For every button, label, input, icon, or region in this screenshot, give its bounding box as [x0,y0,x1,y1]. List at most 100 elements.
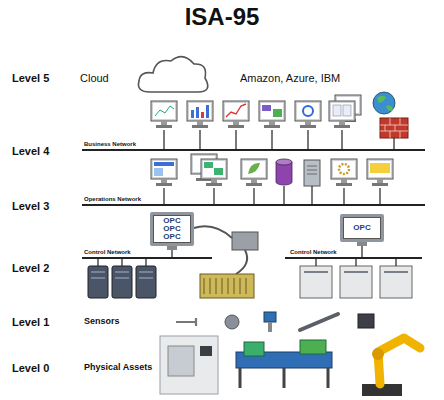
plc-rack [136,266,156,298]
transmitter-stem [268,322,272,332]
workstation-icon [367,159,393,186]
network-label: Control Network [290,249,337,256]
firewall-bricks [380,118,408,138]
plc-rack [88,266,108,298]
extruder-hopper [244,342,264,356]
screen-document [333,105,341,116]
workstation-icon [259,101,285,128]
screen-chart [226,104,246,117]
workstation-icon [241,159,267,186]
monitor-stand [167,246,177,250]
globe-land [377,96,393,111]
network-drop [164,186,380,205]
level-name: Cloud [80,72,109,84]
network-drop [98,258,146,266]
protocol-label: OPC [163,225,180,233]
network-label: Operations Network [84,196,141,203]
workstation-icon [151,159,177,186]
screen-window [204,162,213,168]
level-label: Level 2 [12,262,49,274]
network-drop [164,130,394,150]
network-drop [171,250,172,258]
level-label: Level 5 [12,72,49,84]
level-label: Level 4 [12,145,49,157]
firewall-icon [380,118,408,138]
opc-monitor: OPCOPCOPC [150,212,194,246]
plc-unit [300,266,332,298]
plc-detail [91,272,153,278]
proximity-sensor [225,315,239,329]
plc-rack [112,266,132,298]
network-label: Control Network [84,249,131,256]
control-network-line [285,257,422,259]
protocol-label: OPC [163,217,180,225]
workstation-icon [295,101,321,128]
cable [236,250,247,274]
cylinder-sensor [300,314,338,330]
workstation-icon [329,101,355,128]
screen-window [273,109,282,117]
monitor-stand [357,242,367,246]
leaf-icon [248,163,260,174]
globe-icon [373,92,395,114]
robot-joint [372,348,384,360]
network-label: Business Network [84,141,136,148]
io-module [200,274,254,298]
screen-window [370,163,390,173]
level-label: Level 0 [12,362,49,374]
opc-monitor: OPC [340,214,384,242]
workstation-icon [201,159,227,186]
cnc-machine [160,336,218,394]
screen-window [154,168,163,176]
workstation-icon [151,101,177,128]
cnc-panel [200,346,212,356]
screen-window [154,162,174,166]
box-sensor [358,314,374,328]
level-name: Sensors [84,317,120,327]
database-icon [276,162,292,185]
database-top [276,159,292,165]
cloud-icon [138,57,207,92]
cnc-door [168,346,194,376]
level-label: Level 3 [12,200,49,212]
gear-icon [339,164,349,174]
diagram-title: ISA-95 [0,4,444,30]
screen-bar [201,112,204,118]
screen-bar [191,110,194,118]
workstation-icon [223,101,249,128]
io-terminals [204,278,246,294]
plc-detail [304,271,408,273]
control-network-line [82,257,212,259]
screen-bar [196,107,199,118]
plc-unit [340,266,372,298]
cable [194,226,232,238]
robot-arm [378,338,420,384]
screen-window [262,105,271,111]
screen-window [214,168,223,175]
protocol-label: OPC [163,233,180,241]
extruder-motor [300,340,326,354]
network-drop [361,246,362,258]
plc-unit [380,266,412,298]
network-drop [316,258,396,266]
extruder-legs [240,368,328,388]
browser-logo [303,106,313,116]
business-network-line [82,149,425,151]
server-tower [304,160,320,186]
server-slots [307,166,317,174]
screen-chart [155,106,174,116]
level-label: Level 1 [12,316,49,328]
level-name: Physical Assets [84,363,152,373]
workstation-icon [331,159,357,186]
probe-sensor [176,318,196,326]
screen-document [343,105,351,116]
workstation-icon [187,101,213,128]
protocol-label: OPC [353,224,370,232]
opc-gateway-box [232,232,258,250]
pressure-transmitter [264,312,276,322]
provider-note: Amazon, Azure, IBM [240,72,340,84]
screen-bar [206,105,209,118]
